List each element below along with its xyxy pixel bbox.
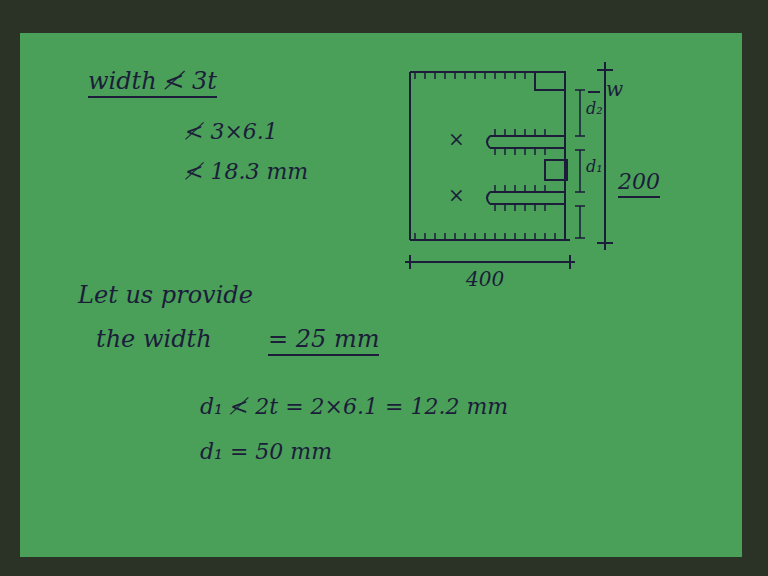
calc-line: d₁ ≮ 2t = 2×6.1 = 12.2 mm [200, 395, 508, 419]
weld-hatch [415, 233, 555, 240]
slot-end [545, 160, 567, 180]
weld-hatch [495, 129, 545, 155]
note-text: = 25 mm [268, 326, 379, 356]
note-text: the width [96, 326, 212, 352]
dimension-label: 200 [618, 170, 660, 198]
calc-line: ≮ 3×6.1 [185, 120, 278, 144]
dimension-line [405, 255, 575, 269]
calc-line: ≮ 18.3 mm [185, 160, 308, 184]
slot [487, 136, 565, 148]
cross-mark: × [448, 184, 465, 206]
plate-sketch [405, 62, 613, 269]
dimension-label: w [606, 78, 623, 100]
cross-mark: × [448, 128, 465, 150]
heading-note: width ≮ 3t [88, 68, 217, 98]
weld-hatch [495, 185, 545, 211]
plate-top-edge [410, 72, 565, 90]
dimension-label: 400 [466, 268, 504, 290]
leader-line [588, 91, 600, 93]
calc-line: d₁ = 50 mm [200, 440, 332, 464]
slot [487, 192, 565, 204]
plate-edge [409, 72, 411, 240]
green-board [20, 33, 742, 557]
note-text: Let us provide [78, 282, 253, 308]
dimension-label: d₂ [586, 100, 603, 118]
weld-hatch [415, 72, 525, 79]
plate-bottom-edge [410, 239, 570, 241]
plate-right-edge [564, 72, 566, 240]
dimension-line [575, 90, 585, 238]
dimension-label: d₁ [586, 158, 603, 176]
